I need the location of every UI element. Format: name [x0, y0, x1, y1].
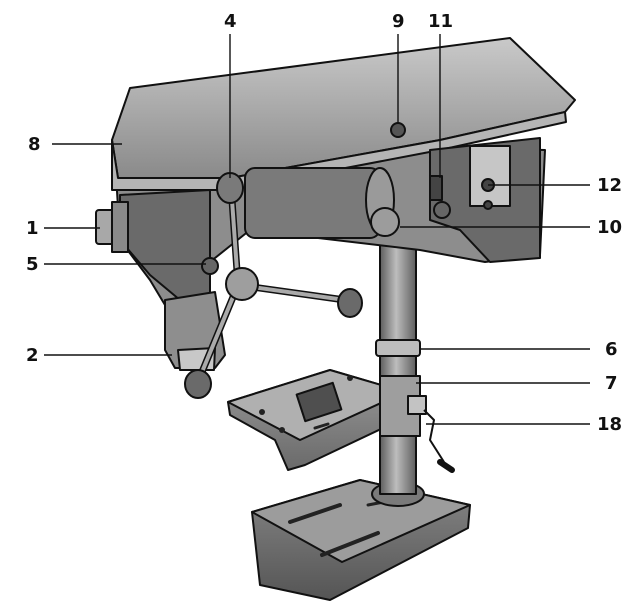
callout-4: 4 [224, 11, 237, 32]
callout-8: 8 [28, 134, 41, 155]
callout-9: 9 [392, 11, 405, 32]
table-hole [279, 427, 285, 433]
callout-12: 12 [597, 175, 622, 196]
callout-2: 2 [26, 345, 39, 366]
base [251, 479, 471, 601]
column-collar [375, 339, 421, 357]
head [95, 37, 576, 371]
work-table [227, 369, 455, 473]
callout-6: 6 [605, 339, 618, 360]
callout-11: 11 [428, 11, 453, 32]
callout-1: 1 [26, 218, 39, 239]
table-slot [313, 422, 330, 430]
column [379, 225, 417, 495]
feed-handles [184, 172, 363, 399]
table-hole [347, 375, 353, 381]
callout-labels: 8 1 5 2 4 9 11 12 10 6 7 18 [26, 11, 622, 435]
callout-10: 10 [597, 217, 622, 238]
callout-18: 18 [597, 414, 622, 435]
leader-lines [44, 34, 590, 425]
table-hole [259, 409, 265, 415]
callout-7: 7 [605, 373, 618, 394]
callout-5: 5 [26, 254, 39, 275]
base-slot [288, 503, 342, 524]
base-slot [320, 531, 380, 557]
